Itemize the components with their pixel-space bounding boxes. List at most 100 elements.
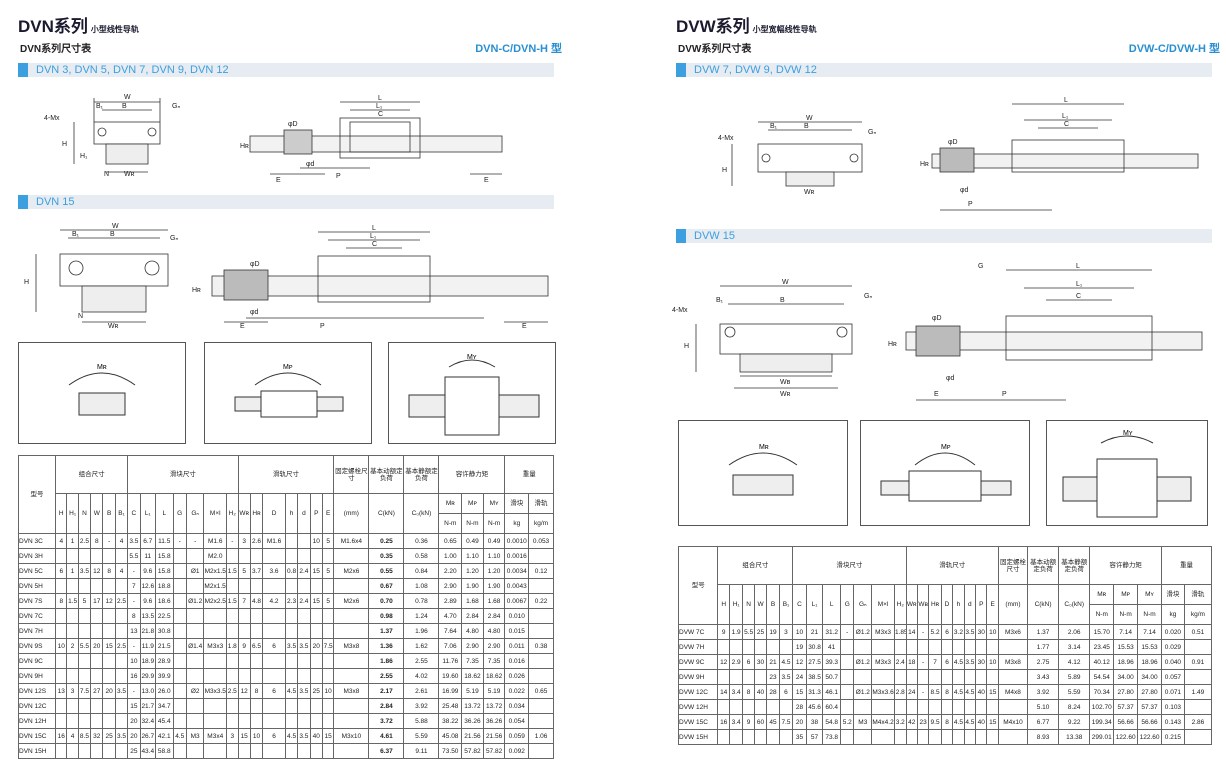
label-l1-15: L₁ bbox=[370, 233, 377, 240]
label-b1-15: B₁ bbox=[72, 231, 80, 238]
table-cell: 13 bbox=[55, 683, 68, 699]
r-moment-box-mp: Mᴘ bbox=[860, 420, 1030, 526]
table-cell: 2.5 bbox=[226, 683, 239, 699]
svg-text:Mᴘ: Mᴘ bbox=[283, 364, 293, 371]
table-cell bbox=[952, 669, 965, 685]
table-cell bbox=[203, 743, 228, 759]
table-cell bbox=[297, 743, 311, 759]
model-cell: DVW 15C bbox=[677, 714, 719, 730]
table-cell bbox=[172, 683, 187, 699]
table-cell bbox=[963, 729, 977, 745]
table-cell: 8 bbox=[742, 684, 755, 700]
table-cell: 12 bbox=[792, 654, 807, 670]
th-rail: 滑轨尺寸 bbox=[237, 455, 335, 494]
table-cell: 41 bbox=[822, 639, 841, 655]
table-cell bbox=[90, 548, 104, 564]
label-c: C bbox=[378, 111, 383, 118]
r-label-small-d-15: φd bbox=[946, 375, 955, 382]
table-cell: 16 bbox=[717, 714, 730, 730]
table-cell: 12 bbox=[237, 683, 251, 699]
table-cell bbox=[172, 653, 187, 669]
table-cell: 1.9 bbox=[728, 624, 744, 640]
table-cell: 54.8 bbox=[822, 714, 841, 730]
table-cell: 28 bbox=[766, 684, 780, 700]
table-cell bbox=[66, 668, 79, 684]
left-model-type: DVN-C/DVN-H 型 bbox=[475, 43, 562, 55]
table-cell bbox=[742, 669, 755, 685]
table-cell: 2.86 bbox=[1183, 714, 1213, 730]
table-cell: 0.51 bbox=[1183, 624, 1213, 640]
dvw-spec-table: 型号 组合尺寸 滑块尺寸 滑轨尺寸 固定螺栓尺寸 基本动额定负荷 基本静额定负荷… bbox=[677, 546, 1213, 745]
table-cell bbox=[928, 699, 942, 715]
table-cell: M2x1.5 bbox=[203, 563, 228, 579]
table-cell: M3 bbox=[853, 714, 873, 730]
table-cell bbox=[717, 669, 730, 685]
table-cell bbox=[297, 668, 311, 684]
table-cell bbox=[172, 698, 187, 714]
table-cell: 0.25 bbox=[368, 533, 405, 549]
table-cell: M2x2.5 bbox=[203, 593, 228, 609]
table-cell: 4 bbox=[66, 728, 79, 744]
model-cell: DVW 9C bbox=[677, 654, 719, 670]
table-cell bbox=[55, 548, 68, 564]
table-cell: 4.8 bbox=[249, 593, 264, 609]
table-cell: 15.8 bbox=[155, 548, 174, 564]
table-cell: 6 bbox=[742, 654, 755, 670]
table-cell bbox=[284, 668, 299, 684]
table-cell: 57.82 bbox=[461, 743, 484, 759]
table-cell: 3.5 bbox=[297, 683, 311, 699]
table-cell: 3.6 bbox=[262, 563, 286, 579]
table-cell bbox=[172, 593, 187, 609]
table-cell: 0.49 bbox=[482, 533, 506, 549]
table-cell bbox=[90, 698, 104, 714]
table-cell: 8.93 bbox=[1026, 729, 1060, 745]
model-cell: DVN 7S bbox=[17, 593, 57, 609]
model-cell: DVN 12C bbox=[17, 698, 57, 714]
table-cell bbox=[102, 653, 116, 669]
table-cell: 70.34 bbox=[1089, 684, 1115, 700]
table-cell: 28.9 bbox=[155, 653, 174, 669]
table-cell bbox=[77, 668, 92, 684]
table-cell: 42.1 bbox=[155, 728, 174, 744]
table-cell: 122.60 bbox=[1113, 729, 1139, 745]
table-cell bbox=[90, 623, 104, 639]
table-cell: 57.37 bbox=[1137, 699, 1162, 715]
table-cell bbox=[717, 639, 730, 655]
table-cell: 7.14 bbox=[1113, 624, 1139, 640]
th-block: 滑块尺寸 bbox=[127, 455, 239, 494]
table-cell bbox=[778, 699, 794, 715]
table-cell: 1.10 bbox=[461, 548, 484, 564]
table-cell bbox=[262, 668, 286, 684]
table-cell: 8 bbox=[249, 683, 264, 699]
label-h1: H₁ bbox=[80, 153, 88, 160]
table-cell: 3.4 bbox=[728, 714, 744, 730]
table-cell bbox=[916, 639, 930, 655]
table-cell: 0.040 bbox=[1161, 654, 1185, 670]
table-cell bbox=[333, 548, 370, 564]
table-cell bbox=[262, 548, 286, 564]
table-cell: M3x8 bbox=[333, 683, 370, 699]
label-small-d-15: φd bbox=[250, 309, 259, 316]
table-cell: 3.14 bbox=[1058, 639, 1091, 655]
table-cell: 18.9 bbox=[139, 653, 157, 669]
table-cell: 4.5 bbox=[952, 654, 965, 670]
th-static-load: 基本静额定负荷 bbox=[403, 455, 440, 494]
table-cell: 6 bbox=[262, 638, 286, 654]
table-cell bbox=[905, 699, 918, 715]
table-cell bbox=[114, 578, 129, 594]
r-label-wr: Wʀ bbox=[804, 189, 815, 196]
table-cell bbox=[249, 623, 264, 639]
table-cell: M3x8 bbox=[997, 654, 1028, 670]
r-label-g-15: G bbox=[978, 263, 983, 270]
table-cell: 23 bbox=[916, 714, 930, 730]
table-cell bbox=[297, 533, 311, 549]
table-cell: 13.72 bbox=[482, 698, 506, 714]
table-cell: 1.36 bbox=[368, 638, 405, 654]
table-cell: 21 bbox=[805, 624, 824, 640]
dvw-small-section-drawing: W B B₁ Gₙ 4-Mx H Wʀ bbox=[718, 115, 876, 196]
label-hr: Hʀ bbox=[240, 143, 249, 150]
